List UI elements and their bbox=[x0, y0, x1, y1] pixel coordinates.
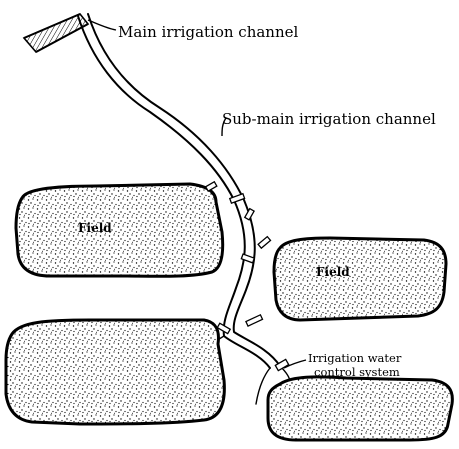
leader-control-system bbox=[283, 359, 307, 369]
label-field-2: Field bbox=[316, 265, 350, 279]
field-plot-3 bbox=[4, 318, 226, 426]
channel-gates bbox=[204, 180, 290, 372]
label-control-system-line2: control system bbox=[314, 365, 400, 379]
leader-sub-main-channel bbox=[221, 117, 227, 137]
label-control-system-line1: Irrigation water bbox=[308, 351, 402, 365]
leader-main-channel bbox=[87, 19, 117, 31]
field-plot-4 bbox=[266, 375, 454, 442]
field-plot-2 bbox=[272, 236, 448, 322]
field-plot-1 bbox=[14, 182, 225, 278]
label-sub-main-irrigation-channel: Sub-main irrigation channel bbox=[222, 110, 436, 128]
main-irrigation-channel bbox=[22, 13, 90, 54]
label-main-irrigation-channel: Main irrigation channel bbox=[118, 23, 298, 41]
label-field-1: Field bbox=[78, 221, 112, 235]
